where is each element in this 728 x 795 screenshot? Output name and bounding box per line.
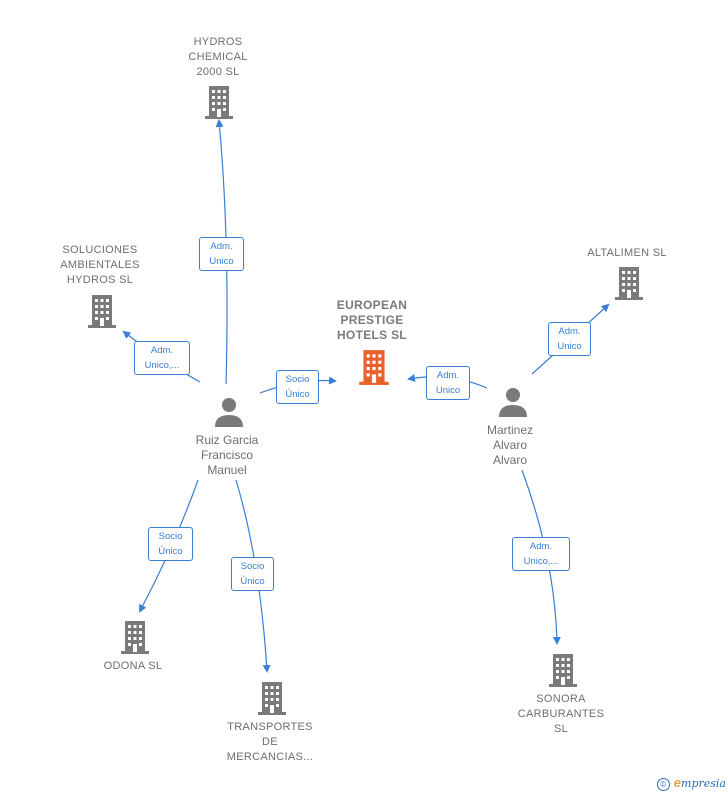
node-altalimen-label[interactable]: ALTALIMEN SL: [587, 247, 667, 259]
building-icon[interactable]: [614, 265, 644, 301]
building-main-icon[interactable]: [358, 348, 390, 386]
edge-label-ruiz-european[interactable]: Socio Único: [276, 370, 319, 404]
node-european-label[interactable]: EUROPEAN PRESTIGE HOTELS SL: [336, 298, 408, 342]
person-icon[interactable]: [498, 386, 528, 418]
building-icon[interactable]: [548, 652, 578, 688]
edge-label-martinez-sonora[interactable]: Adm. Unico,...: [512, 537, 570, 571]
node-soluciones-label[interactable]: SOLUCIONES AMBIENTALES HYDROS SL: [60, 244, 140, 286]
copyright-icon: ©: [656, 778, 670, 791]
building-icon[interactable]: [120, 619, 150, 655]
building-icon[interactable]: [204, 84, 234, 120]
node-martinez-label[interactable]: Martinez Alvaro Alvaro: [486, 423, 533, 467]
person-icon[interactable]: [214, 396, 244, 428]
brand-initial: e: [673, 775, 682, 791]
edge-label-ruiz-hydros[interactable]: Adm. Unico: [199, 237, 244, 271]
edge-label-ruiz-odona[interactable]: Socio Único: [148, 527, 193, 561]
node-hydros-chemical-label[interactable]: HYDROS CHEMICAL 2000 SL: [188, 36, 248, 78]
edge-label-ruiz-soluciones[interactable]: Adm. Unico,...: [134, 341, 190, 375]
node-odona-label[interactable]: ODONA SL: [103, 660, 163, 672]
building-icon[interactable]: [257, 680, 287, 716]
node-ruiz-label[interactable]: Ruiz Garcia Francisco Manuel: [195, 433, 259, 477]
node-transportes-label[interactable]: TRANSPORTES DE MERCANCIAS...: [226, 721, 314, 763]
brand-name: mpresia: [681, 777, 726, 791]
building-icon[interactable]: [87, 293, 117, 329]
edge-label-martinez-altalimen[interactable]: Adm. Unico: [548, 322, 591, 356]
footer-brand[interactable]: ©empresia: [656, 775, 726, 791]
edge-label-ruiz-transportes[interactable]: Socio Único: [231, 557, 274, 591]
node-sonora-label[interactable]: SONORA CARBURANTES SL: [517, 693, 605, 735]
edge-label-martinez-european[interactable]: Adm. Unico: [426, 366, 470, 400]
